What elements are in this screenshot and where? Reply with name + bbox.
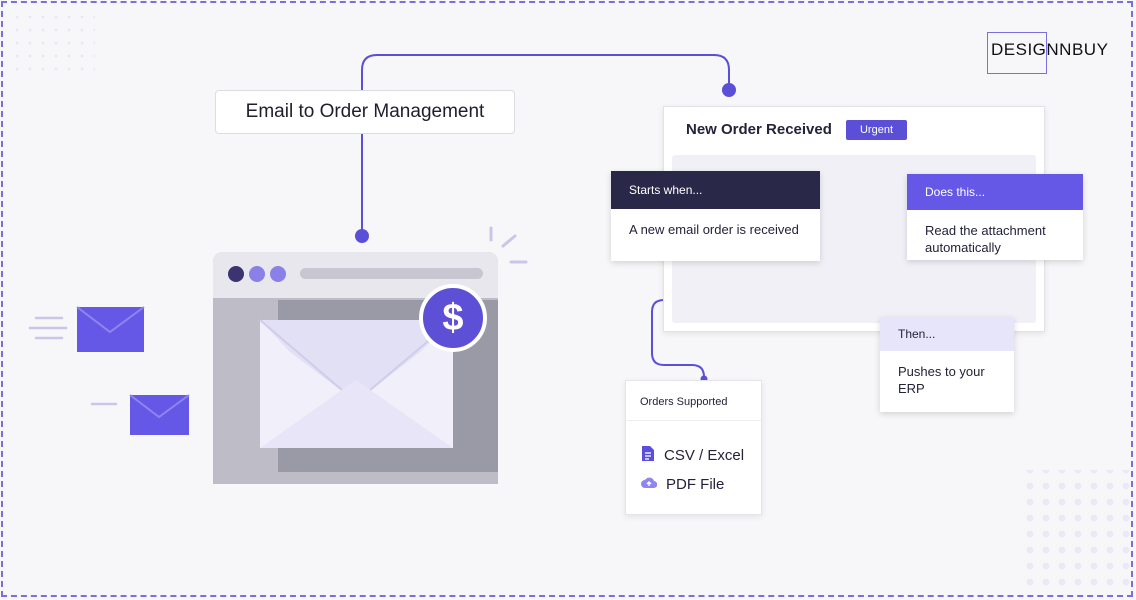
brand-logo-frame <box>987 32 1047 74</box>
window-dot-icon <box>270 266 286 282</box>
trigger-card-body: A new email order is received <box>629 222 799 237</box>
page-title: Email to Order Management <box>215 90 515 134</box>
envelope-icon <box>90 394 190 435</box>
document-icon <box>641 445 655 466</box>
trigger-card-header: Starts when... <box>611 171 820 209</box>
orders-supported-card: Orders Supported CSV / Excel PDF File <box>625 380 762 515</box>
dollar-coin-icon: $ <box>419 284 487 352</box>
brand-logo: DESIGNNBUY <box>991 40 1109 59</box>
action-card: Does this... Read the attachment automat… <box>907 174 1083 260</box>
result-card-body: Pushes to your ERP <box>898 364 985 396</box>
envelope-icon <box>28 306 145 352</box>
connector-panel-to-supported <box>651 299 705 380</box>
result-card: Then... Pushes to your ERP <box>880 317 1014 412</box>
action-card-header: Does this... <box>907 174 1083 210</box>
connector-dot <box>355 229 369 243</box>
supported-item-csv: CSV / Excel <box>641 445 744 466</box>
connector-dot <box>722 83 736 97</box>
connector-title-to-order <box>361 54 730 236</box>
address-bar <box>300 268 483 279</box>
orders-supported-header: Orders Supported <box>626 381 761 421</box>
supported-item-label: CSV / Excel <box>664 447 745 464</box>
urgent-badge: Urgent <box>846 120 907 140</box>
window-dot-icon <box>249 266 265 282</box>
result-card-header: Then... <box>880 317 1014 351</box>
order-panel-title: New Order Received <box>686 121 832 138</box>
supported-item-pdf: PDF File <box>641 476 724 493</box>
trigger-card: Starts when... A new email order is rece… <box>611 171 820 261</box>
cloud-upload-icon <box>641 476 658 493</box>
window-dot-icon <box>228 266 244 282</box>
supported-item-label: PDF File <box>666 476 725 493</box>
action-card-body: Read the attachment automatically <box>925 223 1046 255</box>
